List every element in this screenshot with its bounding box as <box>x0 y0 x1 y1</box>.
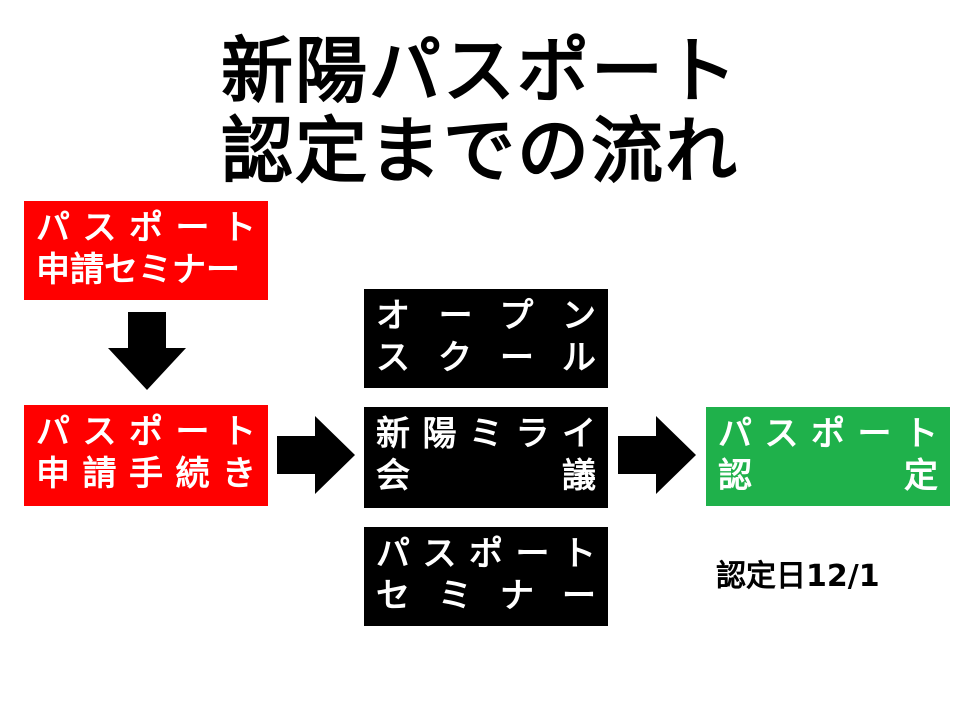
activity-passport-seminar-line2: セミナー <box>376 576 596 616</box>
activity-mirai-meeting-box: 新陽ミライ 会 議 <box>364 407 608 508</box>
activity-passport-seminar-line1: パスポート <box>376 534 596 574</box>
activity-open-school-line2: スクール <box>376 338 596 378</box>
right-arrow-icon <box>618 416 696 494</box>
activity-passport-seminar-box: パスポート セミナー <box>364 527 608 626</box>
page-title-line1: 新陽パスポート <box>220 29 739 113</box>
step-seminar-apply-box: パスポート 申請セミナー <box>24 201 268 300</box>
step-seminar-apply-line2: 申請セミナー <box>36 250 240 290</box>
activity-open-school-box: オープン スクール <box>364 289 608 388</box>
activity-mirai-meeting-line2a: 会 <box>376 456 410 496</box>
step-certified-box: パスポート 認 定 <box>706 407 950 506</box>
activity-mirai-meeting-line2b: 議 <box>562 456 596 496</box>
step-certified-line1: パスポート <box>718 414 938 454</box>
step-procedure-box: パスポート 申請手続き <box>24 405 268 506</box>
step-certified-line2b: 定 <box>904 456 938 496</box>
step-procedure-line1: パスポート <box>36 412 256 452</box>
page-title-line2: 認定までの流れ <box>220 109 739 193</box>
right-arrow-icon <box>277 416 355 494</box>
activity-mirai-meeting-line1: 新陽ミライ <box>376 414 596 454</box>
step-procedure-line2: 申請手続き <box>36 454 256 494</box>
certification-date: 認定日12/1 <box>716 559 880 594</box>
down-arrow-icon <box>108 312 186 390</box>
step-seminar-apply-line1: パスポート <box>36 208 256 248</box>
step-certified-line2a: 認 <box>718 456 752 496</box>
activity-mirai-meeting-line2: 会 議 <box>376 455 596 497</box>
step-certified-line2: 認 定 <box>718 455 938 497</box>
activity-open-school-line1: オープン <box>376 296 596 336</box>
